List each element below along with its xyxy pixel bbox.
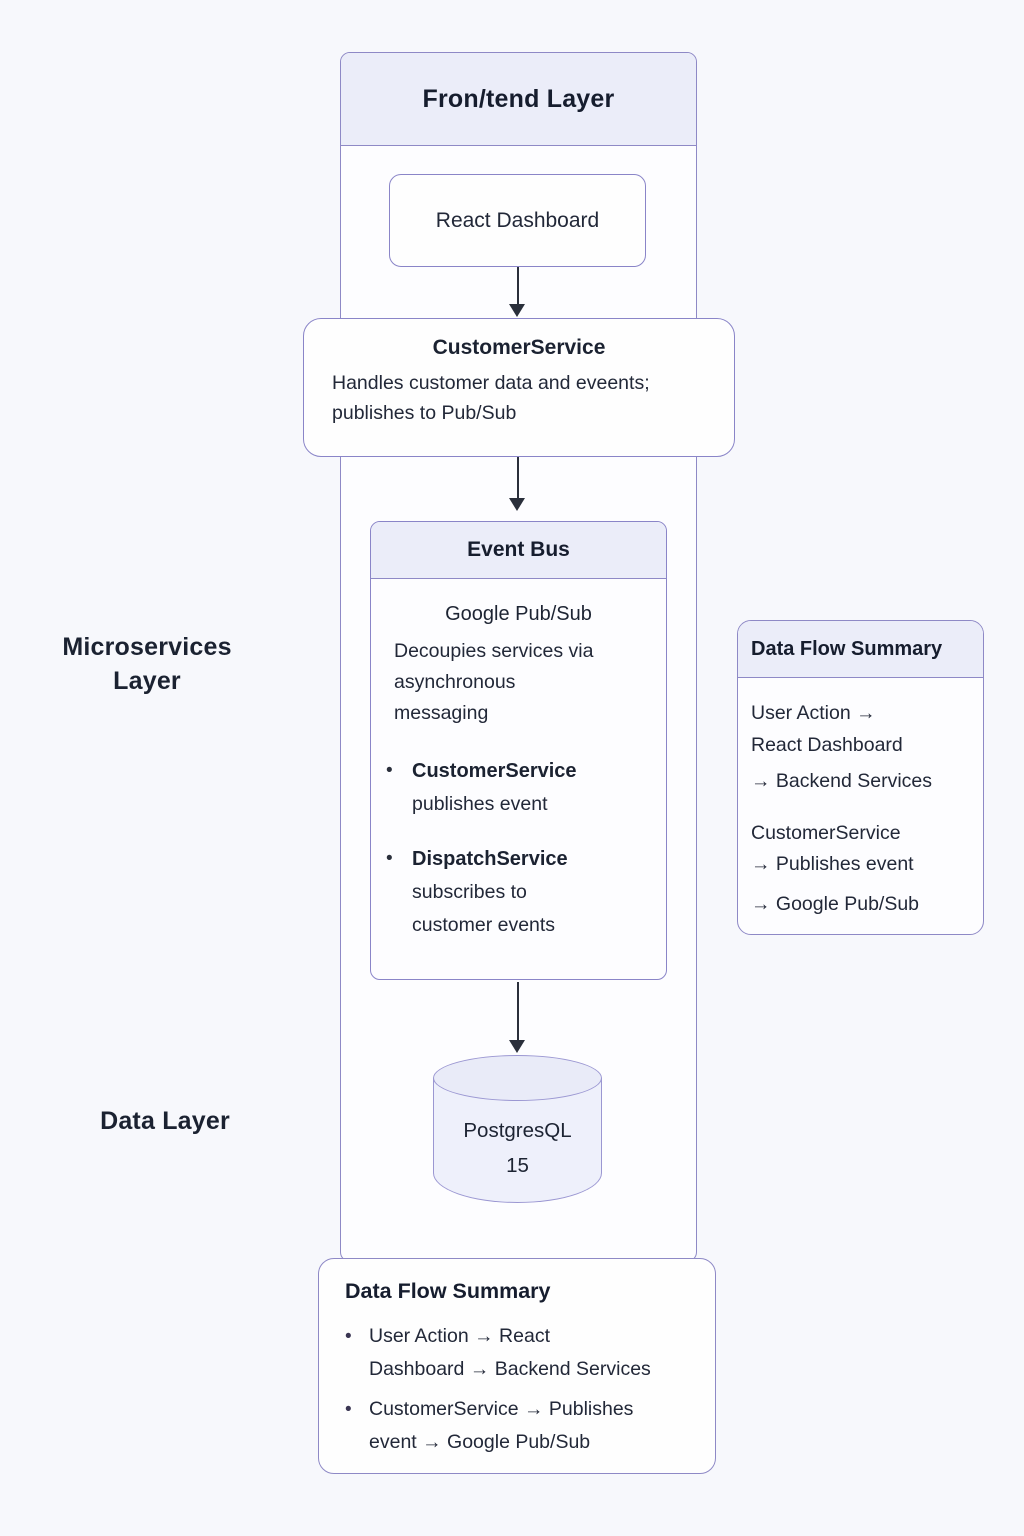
event-bus-desc-line1: Decoupies services via	[394, 640, 594, 662]
flow-arrow-line	[517, 457, 519, 500]
data-layer-label: Data Layer	[100, 1107, 230, 1135]
react-dashboard-label: React Dashboard	[435, 208, 600, 232]
bullet-service-name: CustomerService	[412, 760, 577, 782]
summary-line: → Google Pub/Sub	[751, 892, 920, 915]
event-bus-desc-line2: asynchronous	[394, 671, 516, 693]
arrow-down-icon	[509, 304, 525, 317]
summary-line: → Publishes event	[751, 853, 914, 875]
customer-service-title: CustomerService	[432, 336, 606, 359]
bullet-dot-icon: •	[345, 1399, 352, 1420]
summary-bullet-line: event → Google Pub/Sub	[369, 1431, 591, 1453]
summary-line: User Action →	[751, 702, 876, 724]
list-item: • CustomerService publishes event	[386, 755, 666, 821]
summary-line: → Backend Services	[751, 770, 932, 792]
event-bus-description: Decoupies services via asynchronous mess…	[394, 636, 666, 729]
bullet-dot-icon: •	[386, 760, 393, 781]
customer-service-node: CustomerService Handles customer data an…	[303, 318, 735, 457]
data-flow-summary-panel: Data Flow Summary User Action → React Da…	[737, 620, 984, 935]
summary-bullet-line: Dashboard → Backend Services	[369, 1358, 651, 1380]
summary-line: React Dashboard	[751, 733, 903, 756]
list-item: • DispatchService subscribes to customer…	[386, 843, 666, 942]
flow-arrow-line	[517, 267, 519, 306]
list-item: • User Action → React Dashboard → Backen…	[345, 1320, 695, 1386]
data-flow-summary-title: Data Flow Summary	[345, 1279, 551, 1303]
arrow-down-icon	[509, 1040, 525, 1053]
microservices-layer-label: Microservices Layer	[62, 633, 232, 695]
bullet-service-name: DispatchService	[412, 848, 568, 870]
data-flow-summary-title: Data Flow Summary	[738, 621, 983, 678]
bullet-dot-icon: •	[345, 1326, 352, 1347]
event-bus-header: Event Bus	[371, 522, 666, 579]
summary-bullet-line: User Action → React	[369, 1325, 550, 1347]
database-version: 15	[506, 1154, 529, 1177]
event-bus-bullet-list: • CustomerService publishes event • Disp…	[386, 755, 666, 942]
customer-service-desc-line2: publishes to Pub/Sub	[332, 402, 517, 424]
database-name: PostgresQL	[463, 1119, 572, 1142]
flow-arrow-line	[517, 982, 519, 1040]
event-bus-subtitle: Google Pub/Sub	[445, 603, 592, 625]
frontend-layer-header: Fron/tend Layer	[341, 53, 696, 146]
bullet-dot-icon: •	[386, 848, 393, 869]
event-bus-node: Event Bus Google Pub/Sub Decoupies servi…	[370, 521, 667, 980]
arrow-down-icon	[509, 498, 525, 511]
data-flow-summary-bottom-panel: Data Flow Summary • User Action → React …	[318, 1258, 716, 1474]
bullet-service-detail: publishes event	[412, 793, 548, 815]
database-cylinder-top	[433, 1055, 602, 1101]
react-dashboard-node: React Dashboard	[389, 174, 646, 267]
event-bus-desc-line3: messaging	[394, 702, 489, 724]
list-item: • CustomerService → Publishes event → Go…	[345, 1393, 695, 1459]
bullet-service-detail: subscribes to customer events	[412, 881, 556, 936]
summary-bullet-line: CustomerService → Publishes	[369, 1398, 634, 1420]
summary-line: CustomerService	[751, 821, 901, 844]
postgresql-database-node: PostgresQL 15	[433, 1055, 602, 1203]
customer-service-desc-line1: Handles customer data and eveents;	[332, 372, 650, 394]
